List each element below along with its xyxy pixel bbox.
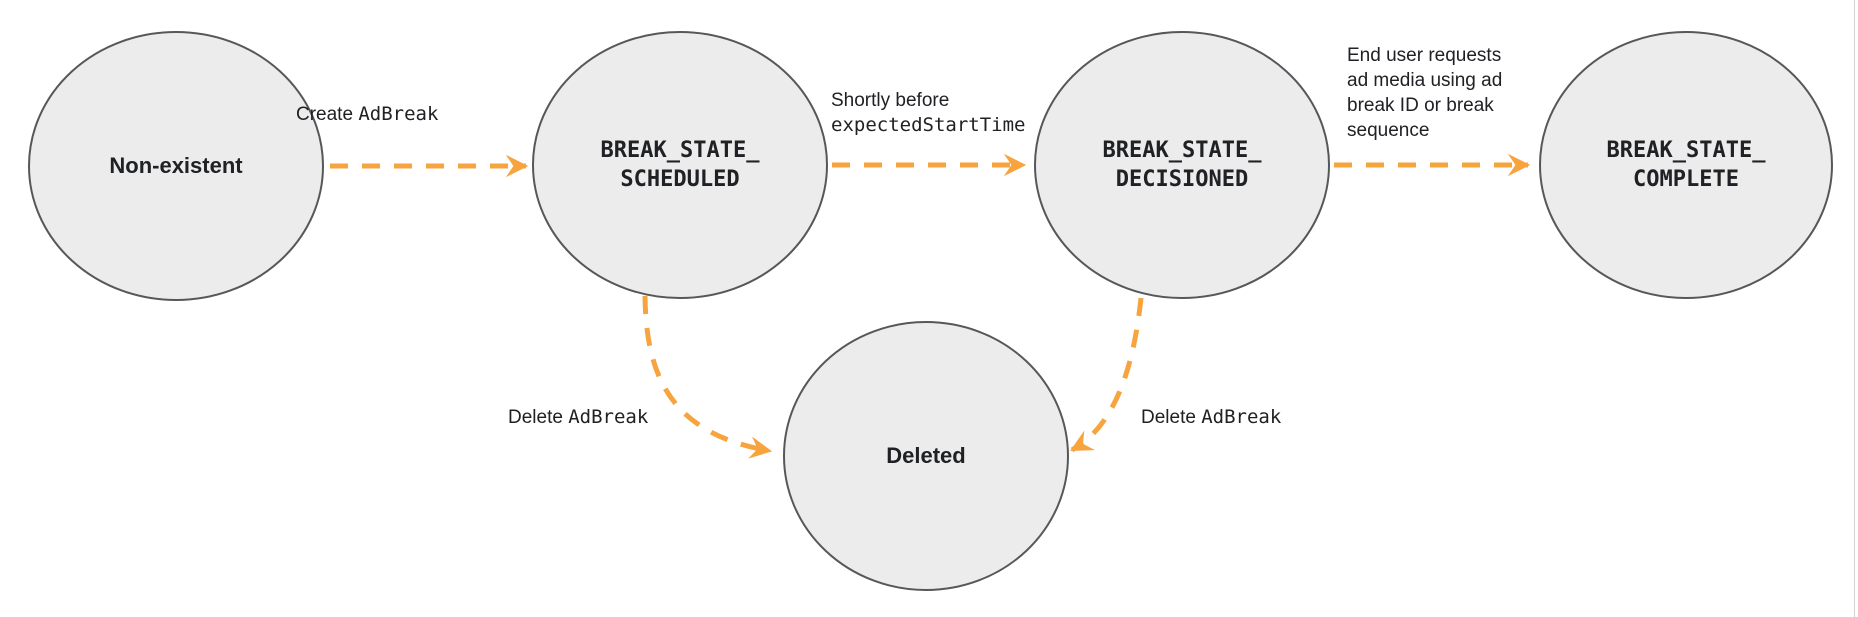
node-ellipse-break-state-scheduled (532, 31, 828, 299)
edge-label-text: End user requests (1347, 45, 1502, 66)
edge-label-text: Delete (508, 407, 569, 428)
node-ellipse-break-state-complete (1539, 31, 1833, 299)
edge-delete-adbreak-from-decisioned (1070, 297, 1144, 453)
edge-label-text: break ID or break (1347, 95, 1494, 116)
edge-label-text: Delete (1141, 407, 1202, 428)
content-right-border (1854, 0, 1855, 617)
edge-label-end-user-requests: End user requests ad media using ad brea… (1347, 43, 1502, 143)
edge-label-code: AdBreak (358, 103, 439, 125)
edge-label-code: AdBreak (568, 406, 649, 428)
edge-label-code: expectedStartTime (831, 114, 1026, 136)
node-ellipse-deleted (783, 321, 1069, 591)
node-ellipse-break-state-decisioned (1034, 31, 1330, 299)
edge-label-delete-adbreak-right: Delete AdBreak (1141, 405, 1281, 430)
edge-label-text: ad media using ad (1347, 70, 1503, 91)
node-ellipse-non-existent (28, 31, 324, 301)
edge-label-delete-adbreak-left: Delete AdBreak (508, 405, 648, 430)
edge-label-text: Shortly before (831, 90, 950, 111)
edge-label-shortly-before: Shortly before expectedStartTime (831, 88, 1025, 138)
edge-label-code: AdBreak (1201, 406, 1282, 428)
edge-label-create-adbreak: Create AdBreak (296, 102, 438, 127)
edge-label-text: Create (296, 104, 359, 125)
edge-delete-adbreak-from-scheduled (642, 295, 773, 459)
edge-label-text: sequence (1347, 120, 1430, 141)
